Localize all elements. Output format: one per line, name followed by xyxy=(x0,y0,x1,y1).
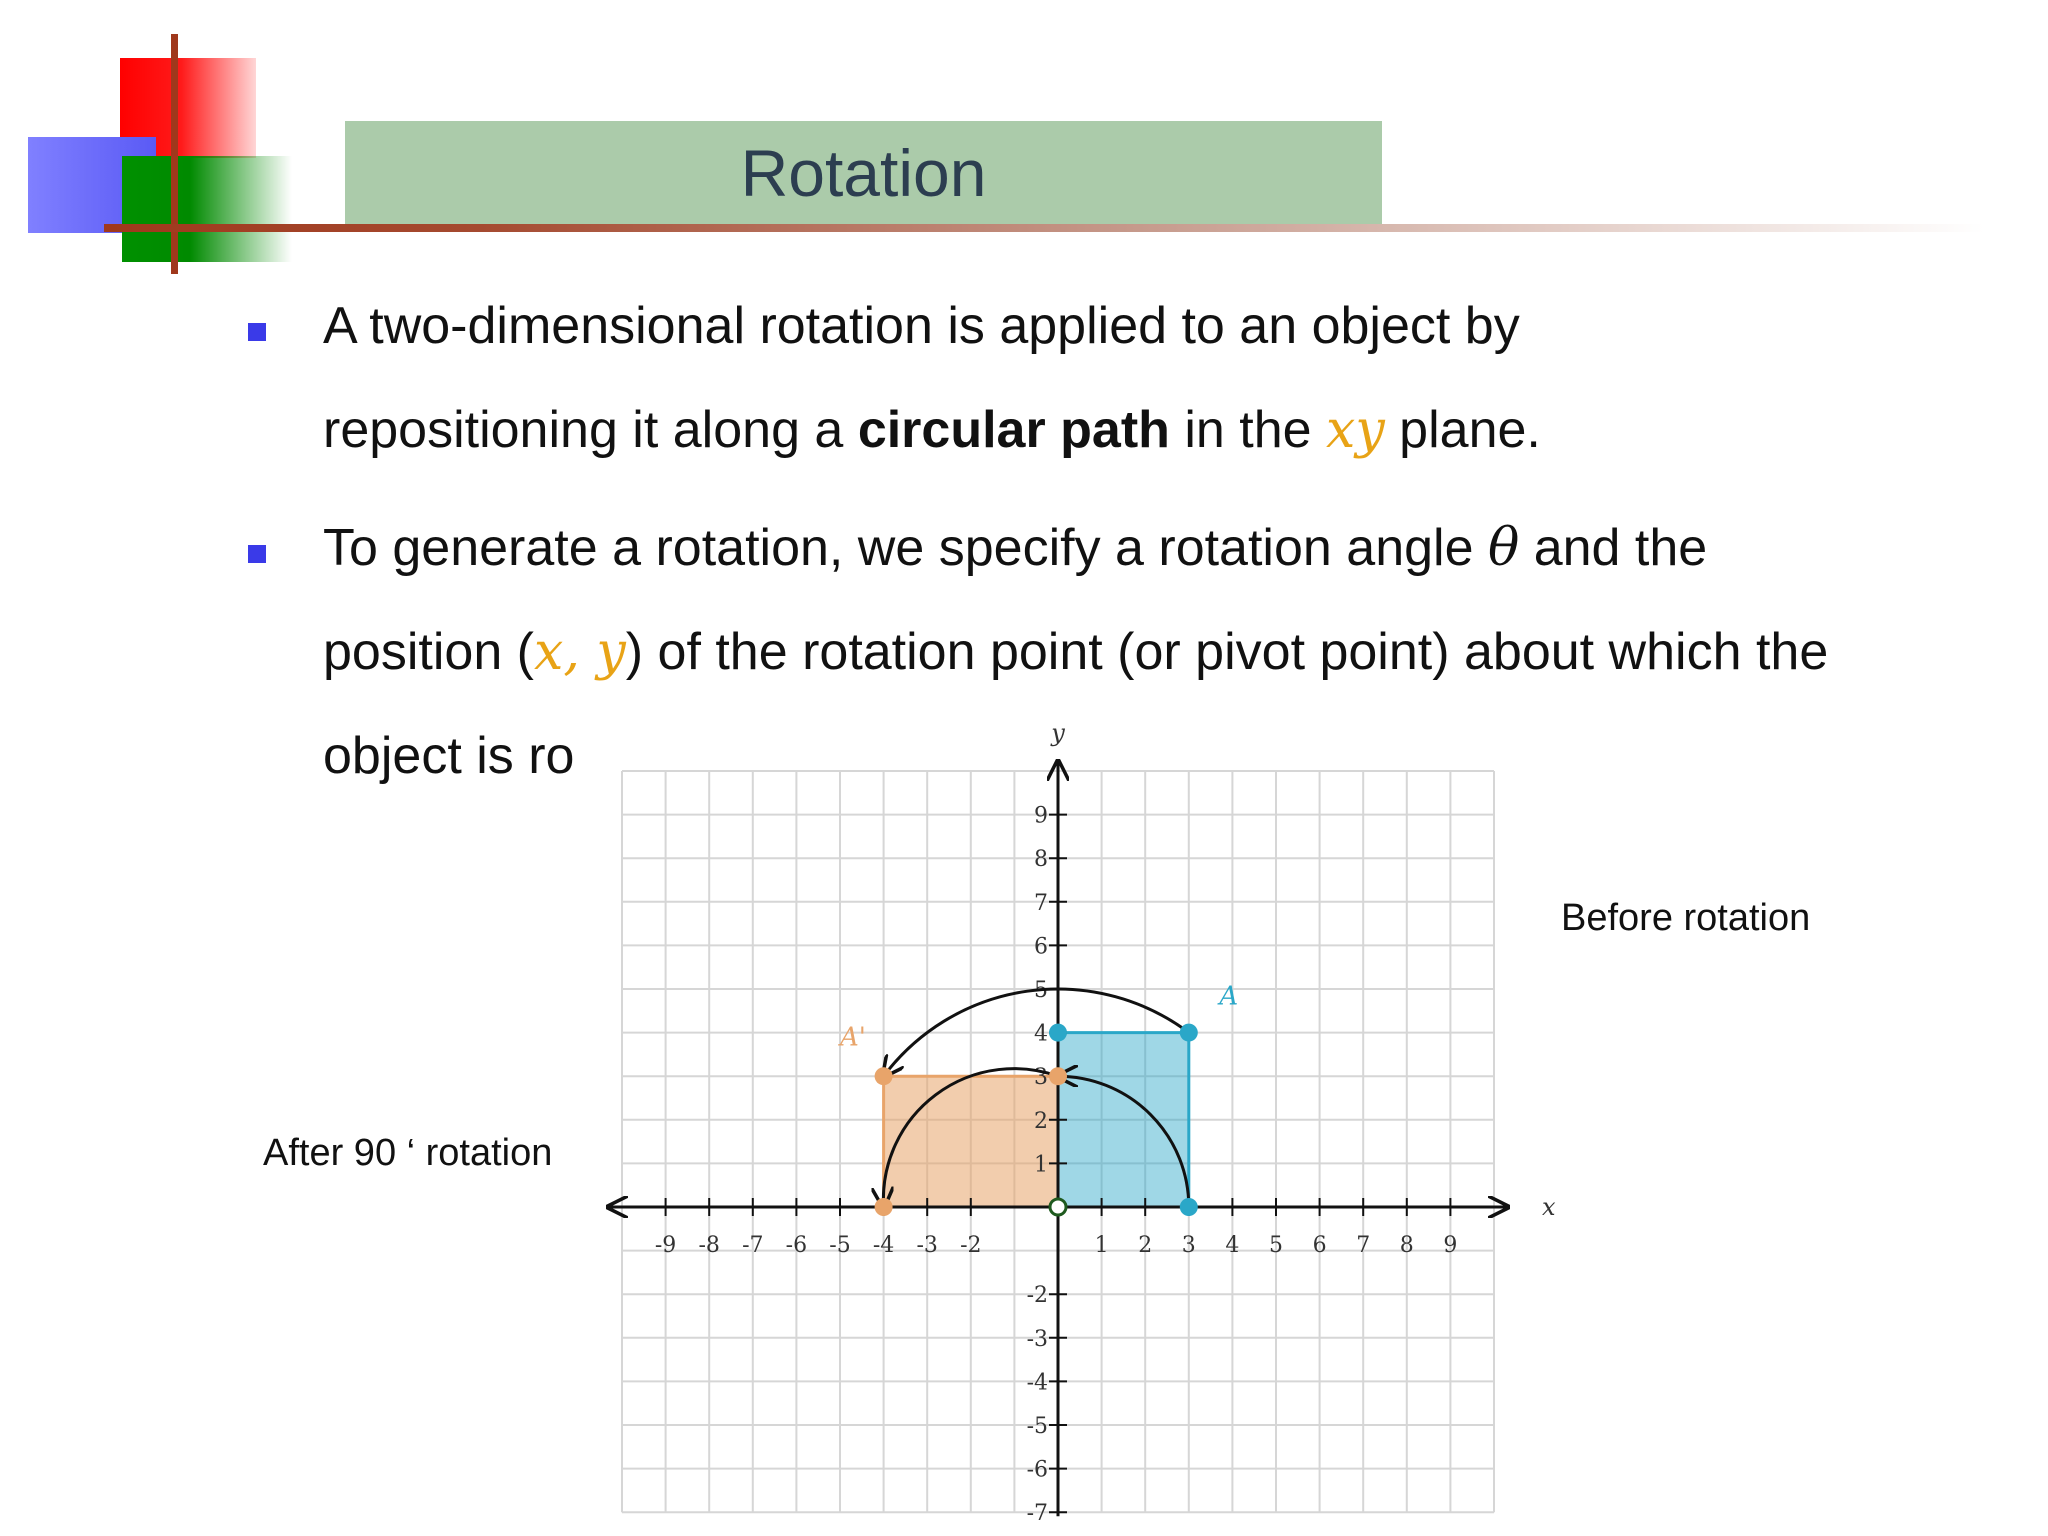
bullet-marker xyxy=(248,545,266,563)
decor-vertical-line xyxy=(171,34,178,274)
text: and the xyxy=(1519,519,1708,577)
y-tick-label: 2 xyxy=(1034,1109,1048,1134)
x-tick-label: -7 xyxy=(742,1233,763,1258)
rotated-shape-label: A' xyxy=(838,1023,866,1053)
text: plane. xyxy=(1384,401,1541,459)
rotated-vertex xyxy=(874,1198,893,1216)
y-tick-label: -3 xyxy=(1027,1327,1048,1352)
x-tick-label: -8 xyxy=(698,1233,719,1258)
y-tick-label: -7 xyxy=(1027,1501,1048,1526)
x-tick-label: 9 xyxy=(1443,1233,1457,1258)
y-tick-label: 4 xyxy=(1034,1022,1048,1047)
y-tick-label: -2 xyxy=(1027,1283,1048,1308)
rotation-arc xyxy=(884,987,1190,1076)
y-tick-label: 6 xyxy=(1034,934,1048,959)
x-tick-label: 3 xyxy=(1182,1233,1196,1258)
rotation-arc xyxy=(883,1067,1059,1207)
x-tick-label: -9 xyxy=(655,1233,676,1258)
bullet-marker xyxy=(248,323,266,341)
rotated-shape xyxy=(882,1074,1060,1209)
x-tick-label: 1 xyxy=(1095,1233,1109,1258)
math-xy: xy xyxy=(1326,400,1385,460)
y-tick-label: -5 xyxy=(1027,1414,1048,1439)
after-rotation-label: After 90 ‘ rotation xyxy=(263,1132,553,1174)
x-tick-label: -6 xyxy=(786,1233,807,1258)
original-shape xyxy=(1056,1031,1191,1209)
x-tick-label: -3 xyxy=(916,1233,937,1258)
decor-horizontal-line xyxy=(104,224,1984,232)
x-axis-label: x xyxy=(1542,1193,1556,1221)
x-tick-label: 5 xyxy=(1269,1233,1283,1258)
text: ) of the rotation point (or pivot point)… xyxy=(625,623,1829,681)
x-tick-label: 6 xyxy=(1313,1233,1327,1258)
y-tick-label: -4 xyxy=(1027,1370,1048,1395)
bold-term: circular path xyxy=(857,401,1170,459)
original-vertex xyxy=(1179,1198,1198,1216)
math-theta: θ xyxy=(1487,518,1520,578)
y-axis-label: y xyxy=(1050,719,1065,747)
slide-title: Rotation xyxy=(740,135,987,210)
original-shape-label: A xyxy=(1217,981,1238,1011)
y-tick-label: 8 xyxy=(1034,847,1048,872)
original-vertex xyxy=(1049,1023,1067,1042)
bullet-2-line-3: object is ro xyxy=(323,727,575,785)
rotation-arc xyxy=(1058,1076,1191,1208)
x-tick-label: 7 xyxy=(1356,1233,1370,1258)
x-tick-label: 8 xyxy=(1400,1233,1414,1258)
y-tick-label: 9 xyxy=(1034,804,1048,829)
y-tick-label: -6 xyxy=(1027,1458,1048,1483)
text: repositioning it along a xyxy=(323,401,858,459)
before-rotation-label: Before rotation xyxy=(1561,897,1811,939)
text: in the xyxy=(1169,401,1327,459)
x-tick-label: 2 xyxy=(1138,1233,1152,1258)
bullet-2-line-2: position (x, y) of the rotation point (o… xyxy=(323,622,1828,682)
original-vertex xyxy=(1179,1023,1198,1042)
x-tick-label: 4 xyxy=(1225,1233,1239,1258)
title-bar: Rotation xyxy=(345,121,1382,224)
x-tick-label: -5 xyxy=(829,1233,850,1258)
bullet-1-line-2: repositioning it along a circular path i… xyxy=(323,400,1541,460)
bullet-2-line-1: To generate a rotation, we specify a rot… xyxy=(323,518,1707,578)
rotated-vertex xyxy=(874,1067,893,1086)
bullet-1-line-1: A two-dimensional rotation is applied to… xyxy=(323,297,1520,355)
pivot-point xyxy=(1048,1197,1068,1217)
y-tick-label: 7 xyxy=(1034,891,1048,916)
math-x-y: x, y xyxy=(534,622,626,682)
x-tick-label: -4 xyxy=(873,1233,894,1258)
text: To generate a rotation, we specify a rot… xyxy=(323,519,1488,577)
text: position ( xyxy=(323,623,534,681)
decor-green-square xyxy=(122,156,292,262)
y-tick-label: 1 xyxy=(1034,1152,1048,1177)
x-tick-label: -2 xyxy=(960,1233,981,1258)
rotated-vertex xyxy=(1049,1067,1067,1086)
